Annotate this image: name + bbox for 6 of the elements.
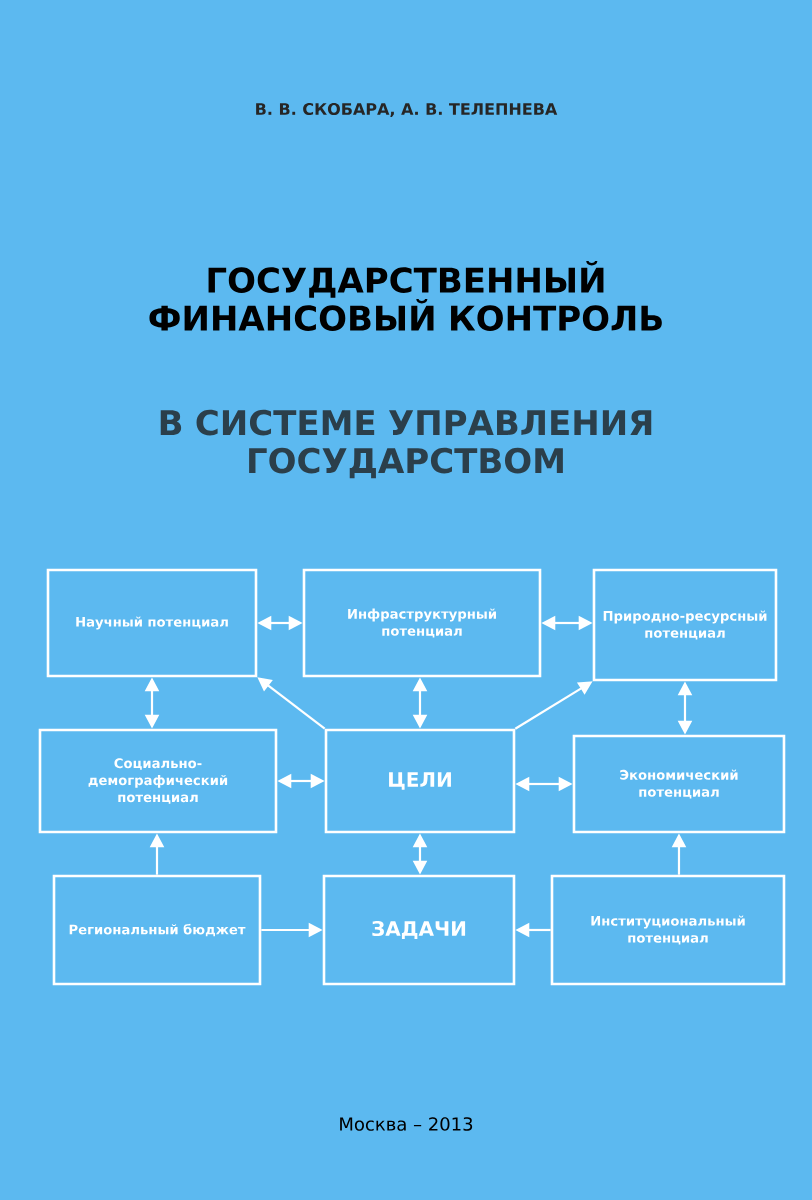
goal-box: ЦЕЛИ — [324, 728, 516, 834]
book-subtitle: В СИСТЕМЕ УПРАВЛЕНИЯ ГОСУДАРСТВОМ — [160, 409, 652, 479]
book-title: ГОСУДАРСТВЕННЫЙ ФИНАНСОВЫЙ КОНТРОЛЬ — [149, 261, 662, 331]
publisher-place-year: Москва – 2013 — [340, 1117, 473, 1131]
author-names: В. В. СКОБАРА, А. В. ТЕЛЕПНЕВА — [256, 102, 558, 118]
goal-box: ЗАДАЧИ — [322, 874, 516, 986]
